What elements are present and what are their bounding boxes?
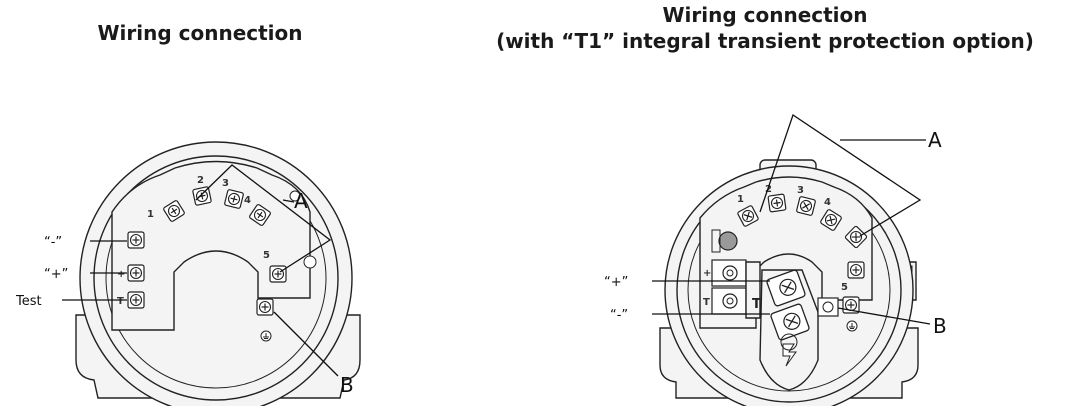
left-terminal-number-5: 5 (263, 250, 270, 261)
left-terminal-number-1: 1 (147, 209, 154, 220)
left-label-test: Test (15, 294, 42, 309)
right-callout-b: B (933, 314, 947, 338)
right-transient-protector (745, 261, 819, 391)
right-leader-lines (652, 113, 931, 325)
right-title-line1: Wiring connection (662, 3, 868, 27)
right-plus-mark: + (703, 268, 711, 279)
left-label-minus: “-” (44, 235, 62, 250)
left-terminal-number-4: 4 (244, 195, 251, 206)
left-plus-mark: + (117, 269, 125, 280)
left-callout-b: B (340, 373, 354, 397)
right-diagram-title: Wiring connection (with “T1” integral tr… (460, 2, 1070, 54)
right-terminal-number-4: 4 (824, 197, 831, 208)
right-terminal-number-5: 5 (841, 282, 848, 293)
left-terminal-number-2: 2 (197, 175, 204, 186)
right-terminal-number-1: 1 (737, 194, 744, 205)
left-terminal-block (111, 160, 311, 331)
left-ground-symbol (260, 330, 272, 342)
right-title-line2: (with “T1” integral transient protection… (496, 29, 1034, 53)
left-terminal-number-3: 3 (222, 178, 229, 189)
right-callout-a: A (928, 128, 942, 152)
right-test-mark: T (703, 297, 710, 308)
left-title-text: Wiring connection (97, 21, 303, 45)
right-label-plus: “+” (604, 275, 628, 290)
left-diagram-title: Wiring connection (40, 20, 360, 46)
right-transmitter-housing (659, 159, 919, 406)
left-test-mark: T (117, 296, 124, 307)
right-ground-terminals (817, 297, 858, 332)
left-leader-lines (62, 164, 339, 377)
right-terminal-number-2: 2 (765, 184, 772, 195)
right-label-minus: “-” (610, 308, 628, 323)
right-terminal-number-3: 3 (797, 185, 804, 196)
left-transmitter-housing (75, 141, 361, 406)
right-plus-test-terminals (711, 259, 747, 315)
right-t-marker: T (752, 297, 761, 312)
left-callout-a: A (294, 189, 308, 213)
left-label-plus: “+” (44, 267, 68, 282)
